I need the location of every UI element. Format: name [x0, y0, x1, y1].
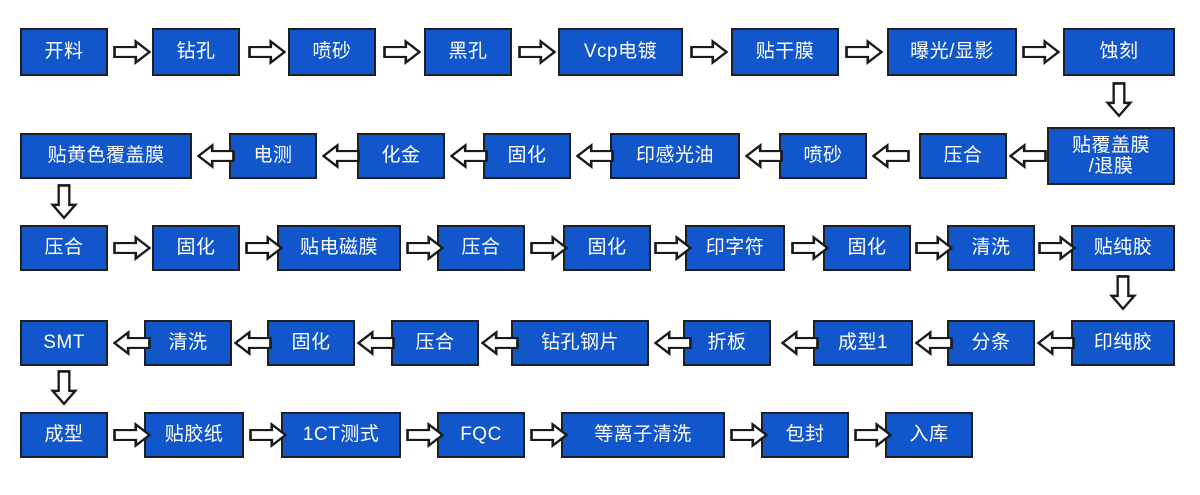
process-node-n13[interactable]: 固化 — [483, 133, 571, 179]
process-node-n01[interactable]: 开料 — [20, 28, 108, 76]
flow-arrow-left-1 — [872, 143, 910, 169]
flow-arrow-right-12 — [791, 235, 829, 261]
process-node-n29[interactable]: 折板 — [683, 320, 771, 366]
flow-arrow-right-18 — [530, 422, 568, 448]
flow-arrow-down-2 — [1109, 275, 1137, 311]
process-node-n41[interactable]: 入库 — [885, 412, 973, 458]
flow-arrow-right-2 — [383, 39, 421, 65]
flow-arrow-right-10 — [530, 235, 568, 261]
process-node-n02[interactable]: 钻孔 — [152, 28, 240, 76]
process-node-n08[interactable]: 蚀刻 — [1063, 28, 1175, 76]
process-node-n35[interactable]: 成型 — [20, 412, 108, 458]
process-node-n30[interactable]: 钻孔钢片 — [511, 320, 649, 366]
process-node-n12[interactable]: 印感光油 — [610, 133, 740, 179]
process-node-n16[interactable]: 贴黄色覆盖膜 — [20, 133, 192, 179]
flow-arrow-right-4 — [690, 39, 728, 65]
flow-arrow-right-5 — [845, 39, 883, 65]
process-node-n05[interactable]: Vcp电镀 — [558, 28, 683, 76]
flow-arrow-down-3 — [50, 370, 78, 406]
process-node-n14[interactable]: 化金 — [357, 133, 445, 179]
process-node-n04[interactable]: 黑孔 — [424, 28, 512, 76]
process-node-n27[interactable]: 分条 — [947, 320, 1035, 366]
flow-arrow-left-5 — [322, 143, 360, 169]
process-node-n06[interactable]: 贴干膜 — [731, 28, 839, 76]
flow-arrow-left-9 — [781, 330, 819, 356]
flow-arrow-right-6 — [1022, 39, 1060, 65]
flow-arrow-left-11 — [481, 330, 519, 356]
flow-arrow-right-20 — [854, 422, 892, 448]
flow-arrow-left-8 — [915, 330, 953, 356]
process-node-n19[interactable]: 贴电磁膜 — [277, 225, 401, 271]
process-node-n18[interactable]: 固化 — [152, 225, 240, 271]
process-node-n34[interactable]: SMT — [20, 320, 108, 366]
process-node-n26[interactable]: 印纯胶 — [1071, 320, 1175, 366]
process-node-n03[interactable]: 喷砂 — [288, 28, 376, 76]
flow-arrow-down-0 — [1105, 82, 1133, 118]
process-node-n37[interactable]: 1CT测式 — [281, 412, 401, 458]
process-node-n33[interactable]: 清洗 — [144, 320, 232, 366]
flow-arrow-right-3 — [518, 39, 556, 65]
flow-arrow-right-16 — [249, 422, 287, 448]
process-node-n09[interactable]: 贴覆盖膜 /退膜 — [1047, 127, 1175, 185]
process-node-n07[interactable]: 曝光/显影 — [887, 28, 1017, 76]
process-node-n25[interactable]: 贴纯胶 — [1071, 225, 1175, 271]
process-node-n10[interactable]: 压合 — [919, 133, 1007, 179]
flow-arrow-left-7 — [1037, 330, 1075, 356]
flow-arrow-right-14 — [1038, 235, 1076, 261]
flow-arrow-left-14 — [113, 330, 151, 356]
process-node-n22[interactable]: 印字符 — [685, 225, 785, 271]
flow-arrow-right-0 — [113, 39, 151, 65]
flow-arrow-left-10 — [654, 330, 692, 356]
process-node-n17[interactable]: 压合 — [20, 225, 108, 271]
process-node-n32[interactable]: 固化 — [267, 320, 355, 366]
process-node-n23[interactable]: 固化 — [823, 225, 911, 271]
flow-arrow-right-13 — [915, 235, 953, 261]
process-node-n21[interactable]: 固化 — [563, 225, 651, 271]
flow-arrow-right-15 — [113, 422, 151, 448]
flow-arrow-down-1 — [50, 184, 78, 220]
flow-arrow-right-8 — [245, 235, 283, 261]
flow-arrow-left-13 — [234, 330, 272, 356]
flow-arrow-left-0 — [1009, 143, 1047, 169]
process-node-n39[interactable]: 等离子清洗 — [561, 412, 725, 458]
process-node-n28[interactable]: 成型1 — [813, 320, 913, 366]
process-node-n40[interactable]: 包封 — [761, 412, 849, 458]
flow-arrow-right-11 — [654, 235, 692, 261]
flow-arrow-right-7 — [113, 235, 151, 261]
flow-arrow-left-12 — [357, 330, 395, 356]
process-node-n15[interactable]: 电测 — [229, 133, 317, 179]
process-node-n20[interactable]: 压合 — [437, 225, 525, 271]
flow-arrow-right-17 — [406, 422, 444, 448]
flow-arrow-left-4 — [450, 143, 488, 169]
flow-arrow-left-2 — [745, 143, 783, 169]
flow-arrow-right-1 — [248, 39, 286, 65]
flow-arrow-left-3 — [576, 143, 614, 169]
flow-arrow-left-6 — [197, 143, 235, 169]
flow-arrow-right-9 — [406, 235, 444, 261]
process-node-n24[interactable]: 清洗 — [947, 225, 1035, 271]
process-node-n38[interactable]: FQC — [437, 412, 525, 458]
process-node-n11[interactable]: 喷砂 — [779, 133, 867, 179]
process-node-n31[interactable]: 压合 — [391, 320, 479, 366]
process-node-n36[interactable]: 贴胶纸 — [144, 412, 244, 458]
flow-arrow-right-19 — [730, 422, 768, 448]
